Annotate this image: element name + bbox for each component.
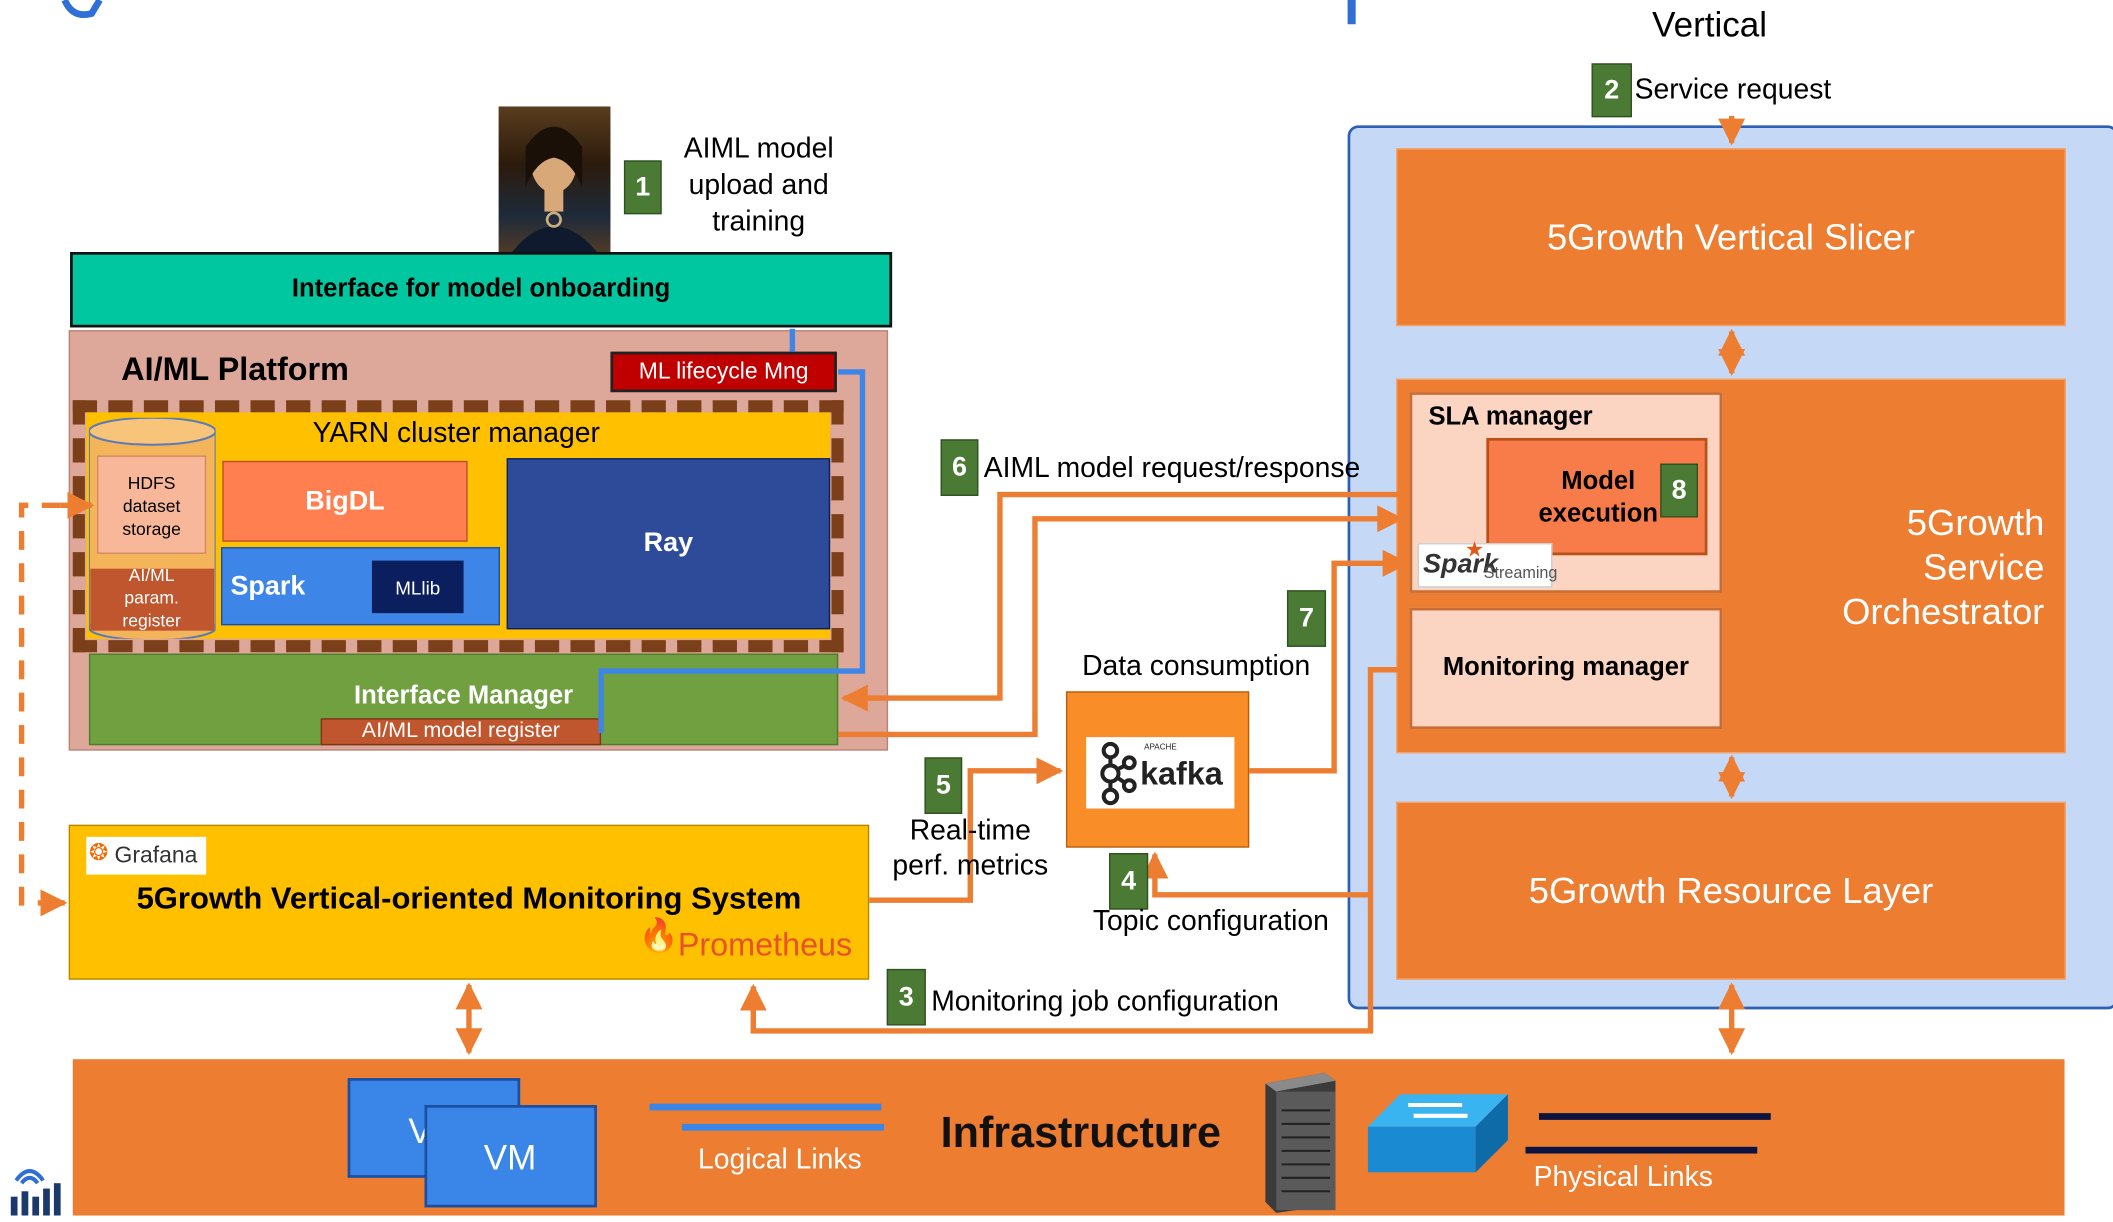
vertical-slicer-label: 5Growth Vertical Slicer [1546, 216, 1916, 257]
bigdl-box: BigDL [222, 460, 468, 542]
grafana-word: Grafana [114, 842, 198, 868]
bigdl-label: BigDL [305, 485, 385, 516]
vertical-label: Vertical [1652, 4, 1768, 45]
monitoring-manager-box: Monitoring manager [1409, 607, 1723, 730]
so-label: 5Growth Service Orchestrator [1813, 501, 2045, 634]
step-1-line-2: upload and [688, 169, 829, 201]
kafka-word: kafka [1140, 756, 1223, 793]
step-1-label: AIML model upload and training [674, 131, 844, 240]
step-3-label: Monitoring job configuration [931, 986, 1279, 1018]
logical-link-line-2 [681, 1123, 885, 1131]
model-execution-line-1: Model [1561, 467, 1636, 496]
mllib-box: MLlib [371, 560, 464, 614]
yarn-dashed-border [72, 400, 844, 653]
step-badge-5: 5 [924, 757, 963, 814]
spark-streaming-logo: Spark ★ Streaming [1417, 539, 1557, 588]
portrait-image [498, 106, 611, 253]
switch-icon [1367, 1086, 1508, 1173]
so-line-3: Orchestrator [1842, 591, 2045, 633]
resource-layer-box: 5Growth Resource Layer [1396, 801, 2066, 980]
vm-front-box: VM [424, 1105, 597, 1208]
step-badge-6: 6 [940, 439, 979, 496]
logical-link-line-1 [649, 1103, 882, 1111]
hdfs-label: HDFS dataset storage [97, 472, 206, 541]
interface-manager-label: Interface Manager [353, 681, 574, 711]
mllib-label: MLlib [395, 576, 441, 598]
hdfs-storage-box [97, 455, 207, 554]
title-fragment-right [1347, 0, 1356, 25]
prometheus-label: Prometheus [677, 927, 853, 964]
model-register-box: AI/ML model register [320, 718, 602, 746]
ray-label: Ray [643, 528, 694, 558]
step-badge-8: 8 [1660, 463, 1698, 518]
param-line-2: param. [124, 587, 179, 608]
kafka-logo: APACHE kafka [1086, 737, 1235, 809]
step-2-label: Service request [1634, 74, 1832, 106]
spark-label: Spark [230, 571, 306, 602]
step-5-line-2: perf. metrics [892, 850, 1049, 882]
step-5-label: Real-time perf. metrics [883, 814, 1058, 884]
title-fragment-left [54, 0, 108, 19]
vm-front-label: VM [483, 1137, 537, 1178]
model-onboarding-label: Interface for model onboarding [291, 274, 671, 304]
so-line-2: Service [1922, 547, 2045, 588]
param-register-label: AI/ML param. register [97, 563, 206, 632]
step-badge-3: 3 [886, 968, 926, 1026]
hdfs-line-2: dataset [122, 495, 181, 517]
so-line-1: 5Growth [1906, 502, 2045, 544]
physical-link-line-1 [1538, 1113, 1771, 1120]
vertical-slicer-box: 5Growth Vertical Slicer [1396, 148, 2066, 327]
physical-links-label: Physical Links [1533, 1161, 1713, 1193]
physical-link-line-2 [1525, 1146, 1758, 1154]
step-badge-4: 4 [1109, 853, 1149, 910]
step-1-line-3: training [712, 206, 806, 238]
step-6-label: AIML model request/response [983, 452, 1361, 484]
yarn-label: YARN cluster manager [312, 417, 600, 449]
prometheus-icon: 🔥 [638, 917, 680, 955]
grafana-icon: ❂ [88, 839, 109, 866]
model-execution-line-2: execution [1538, 499, 1659, 529]
model-onboarding-interface: Interface for model onboarding [70, 252, 893, 328]
ml-lifecycle-box: ML lifecycle Mng [610, 351, 837, 393]
param-line-1: AI/ML [128, 564, 175, 585]
step-1-line-1: AIML model [683, 133, 834, 165]
monitoring-system-title: 5Growth Vertical-oriented Monitoring Sys… [136, 879, 802, 916]
param-line-3: register [122, 610, 181, 631]
step-badge-2: 2 [1591, 63, 1632, 118]
resource-layer-label: 5Growth Resource Layer [1528, 869, 1934, 911]
kafka-apache-word: APACHE [1144, 743, 1177, 752]
logical-links-label: Logical Links [698, 1144, 862, 1176]
ray-box: Ray [506, 458, 831, 630]
ml-lifecycle-label: ML lifecycle Mng [638, 358, 809, 385]
infrastructure-title: Infrastructure [940, 1107, 1221, 1157]
server-icon [1257, 1070, 1341, 1213]
model-register-label: AI/ML model register [361, 719, 560, 743]
step-badge-1: 1 [623, 160, 662, 215]
streaming-word: Streaming [1483, 563, 1558, 583]
spark-streaming-word: Spark [1423, 549, 1498, 580]
grafana-logo: ❂ Grafana [86, 836, 207, 875]
spark-star-icon: ★ [1464, 539, 1485, 562]
step-5-line-1: Real-time [909, 815, 1031, 847]
step-4-label: Topic configuration [1092, 905, 1329, 937]
step-badge-7: 7 [1286, 590, 1327, 647]
step-7-label: Data consumption [1082, 650, 1311, 682]
monitoring-manager-label: Monitoring manager [1442, 653, 1689, 682]
project-logo-icon [5, 1156, 67, 1216]
aiml-platform-title: AI/ML Platform [121, 351, 349, 389]
sla-manager-label: SLA manager [1428, 402, 1593, 432]
hdfs-line-3: storage [122, 518, 181, 540]
model-execution-label: Model execution [1525, 466, 1671, 531]
hdfs-line-1: HDFS [127, 473, 176, 494]
kafka-icon [1100, 741, 1137, 806]
